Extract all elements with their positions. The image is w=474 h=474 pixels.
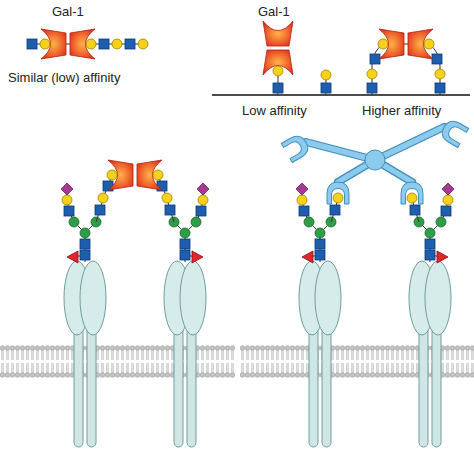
glcnac-square — [321, 83, 331, 93]
glcnac-square — [367, 83, 377, 93]
galactose-circle — [138, 39, 148, 49]
receptor-symbol — [64, 261, 106, 447]
galactose-circle — [321, 70, 331, 80]
galactose-circle — [367, 69, 377, 79]
n-glycan — [169, 183, 209, 263]
n-glycan — [407, 183, 454, 263]
lectin-cup — [281, 132, 311, 162]
n-glycan — [61, 183, 101, 263]
galactose-circle — [107, 170, 117, 180]
figure-label: Similar (low) affinity — [8, 70, 120, 86]
lectin-cup — [401, 182, 423, 204]
galectin-dimer — [263, 21, 293, 75]
galactose-circle — [435, 69, 445, 79]
surface-line — [212, 94, 470, 96]
lectin-cup — [327, 182, 349, 204]
lectin-cup — [281, 132, 311, 162]
lectin-core — [365, 150, 385, 170]
figure-label: Gal-1 — [258, 4, 290, 20]
glycan-antenna — [157, 175, 175, 222]
n-glycan — [296, 183, 343, 263]
figure-label: Higher affinity — [362, 103, 441, 119]
galactose-circle — [40, 39, 50, 49]
n-glycan — [61, 175, 113, 263]
glcnac-square — [27, 39, 37, 49]
lectin-arm — [306, 127, 444, 182]
glycan-antenna — [95, 175, 113, 222]
galactose-circle — [378, 39, 388, 49]
galectin-dimer — [263, 21, 293, 75]
galectin-dimer — [41, 29, 95, 59]
galactose-circle — [153, 170, 163, 180]
lectin-cup — [439, 117, 469, 147]
multivalent-lectin — [281, 117, 468, 204]
figure-label: Low affinity — [242, 103, 307, 119]
receptor-symbol — [299, 261, 341, 447]
glcnac-square — [99, 39, 109, 49]
receptor-symbol — [409, 261, 451, 447]
glcnac-square — [273, 83, 283, 93]
n-glycan — [157, 175, 209, 263]
lectin-arm — [306, 127, 444, 182]
galactose-circle — [424, 39, 434, 49]
galactose-circle — [112, 39, 122, 49]
galactose-circle — [273, 66, 283, 76]
galactose-circle — [86, 39, 96, 49]
glcnac-square — [125, 39, 135, 49]
lectin-cup — [439, 117, 469, 147]
glcnac-square — [435, 83, 445, 93]
figure-label: Gal-1 — [52, 4, 84, 20]
lipid-bilayer — [0, 345, 235, 378]
glycan-chain — [372, 44, 440, 95]
receptor-symbol — [164, 261, 206, 447]
galectin-dimer — [379, 29, 433, 59]
galectin-dimer — [108, 160, 162, 190]
